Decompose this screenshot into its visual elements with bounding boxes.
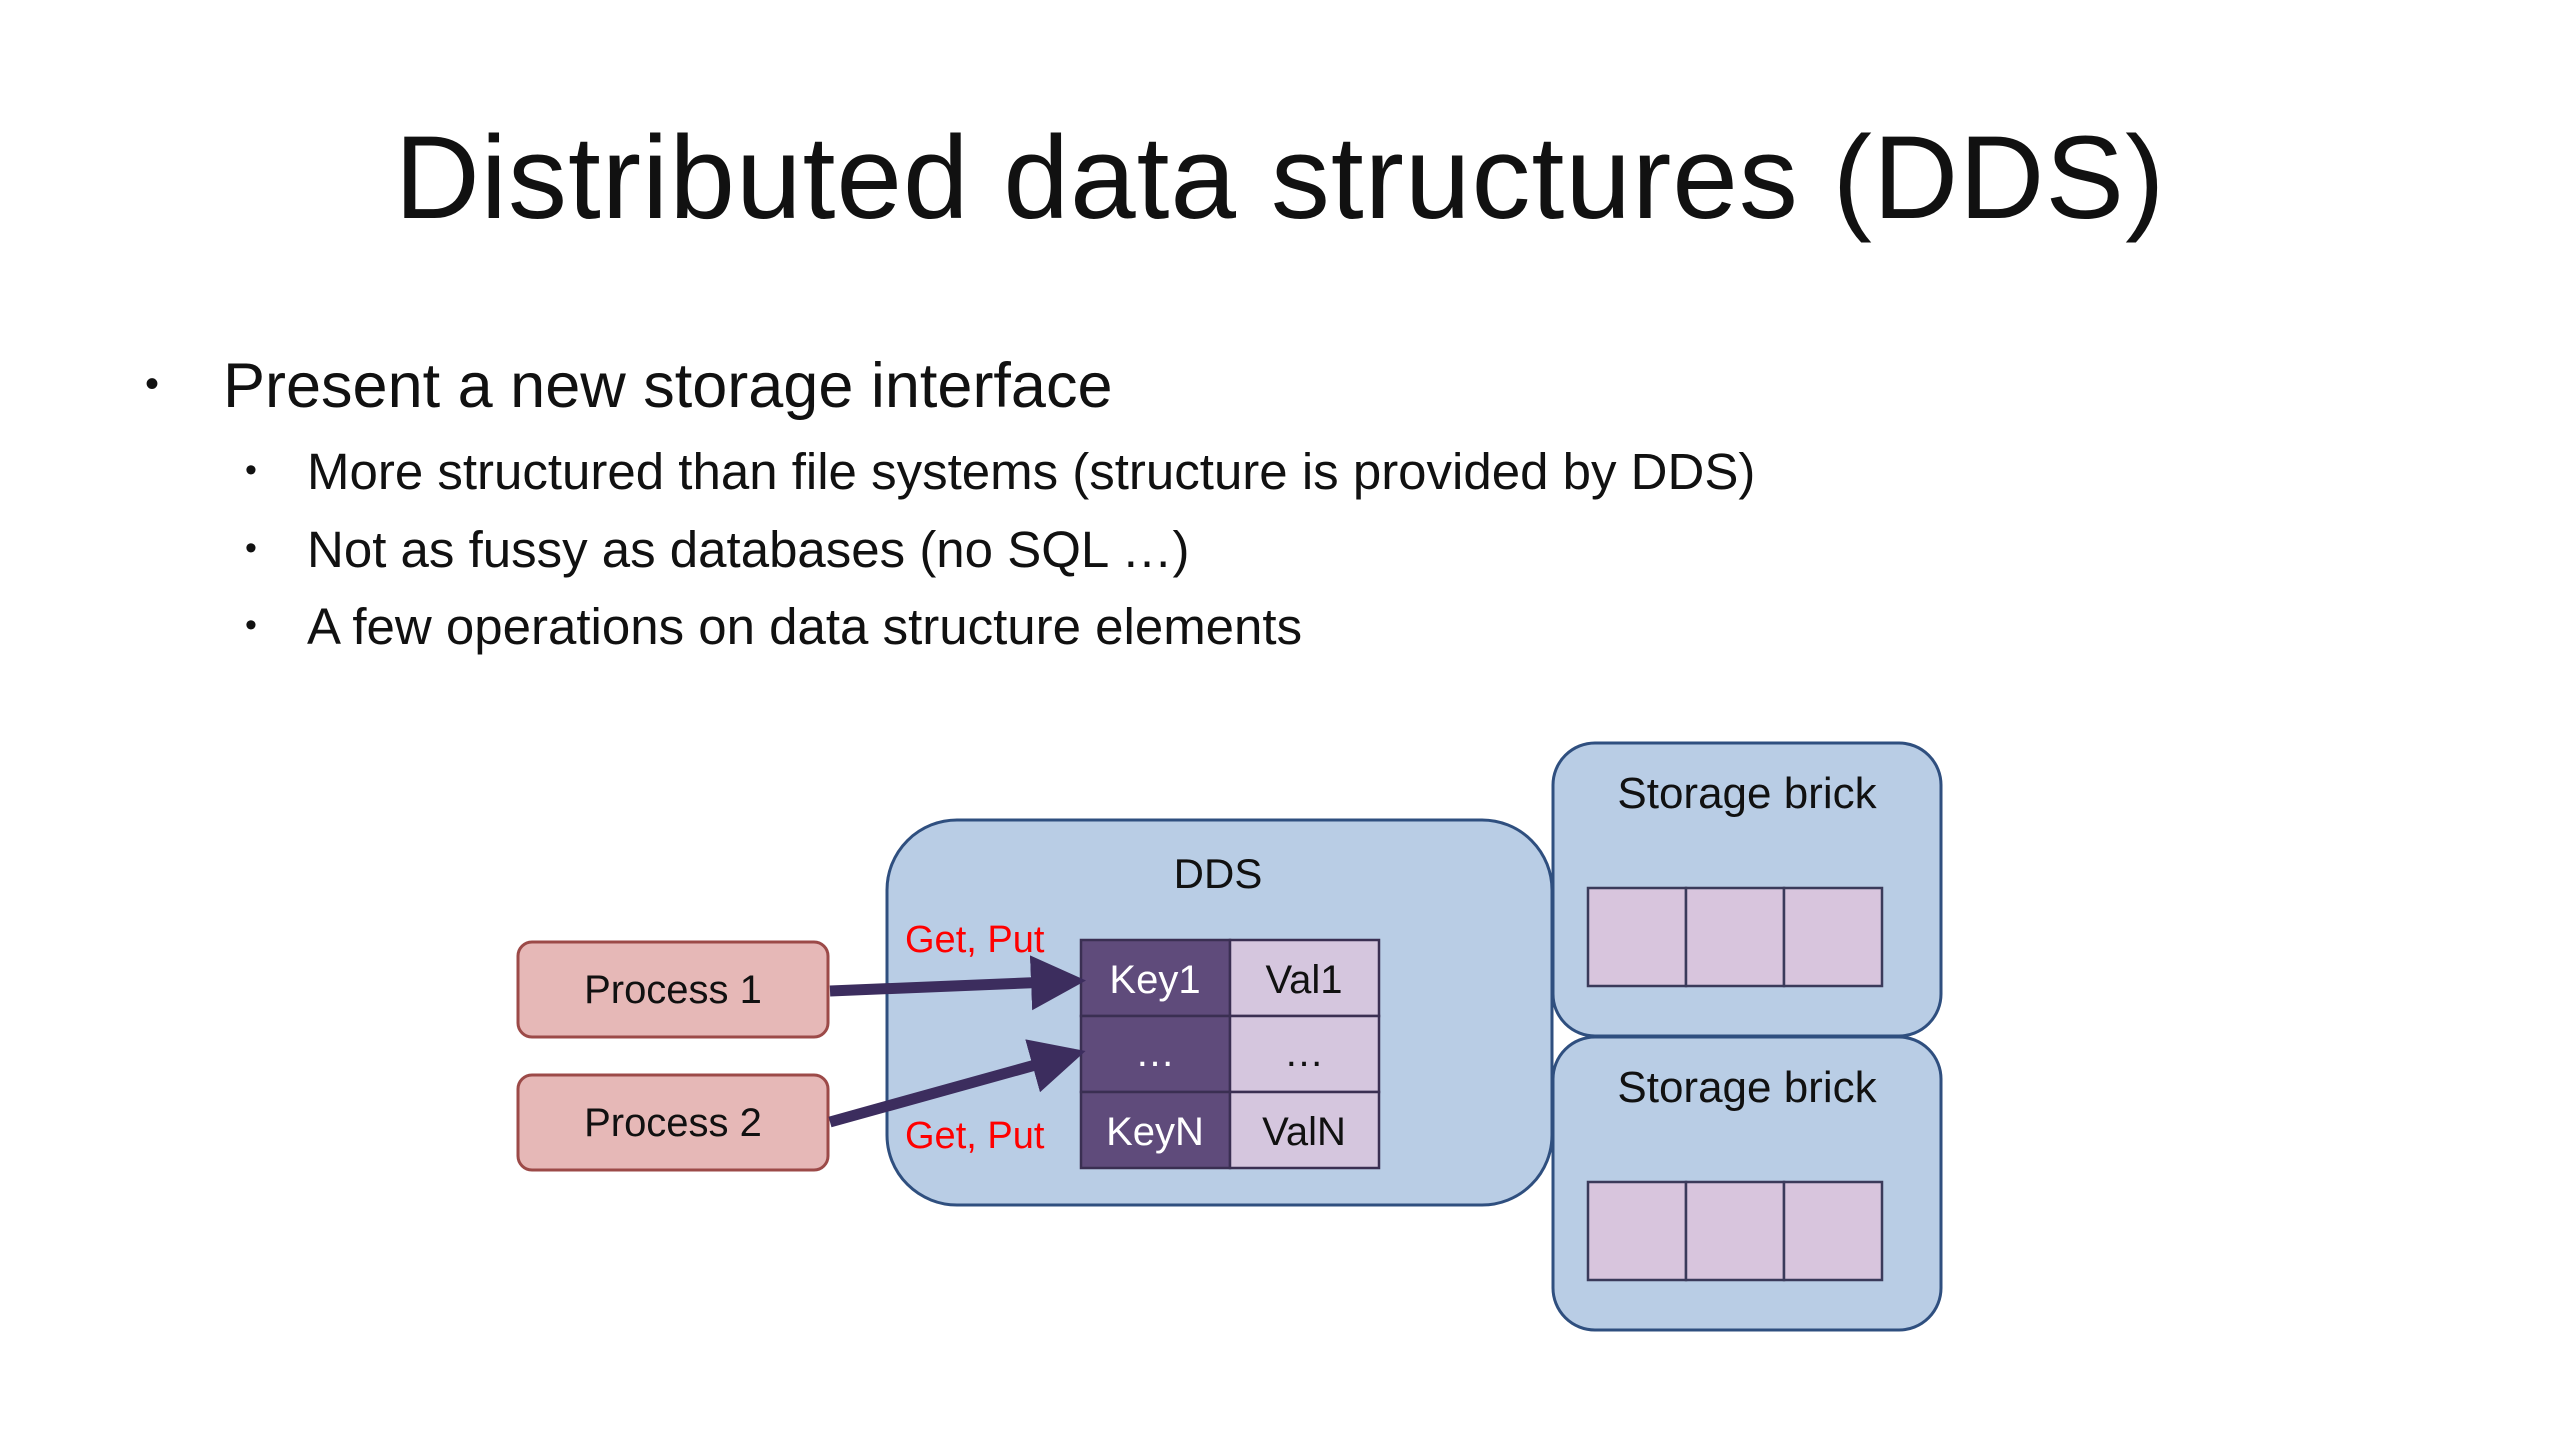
val-cell [1228, 1090, 1381, 1170]
key-text: KeyN [1106, 1110, 1204, 1154]
sub-bullet-3: • A few operations on data structure ele… [245, 597, 1302, 656]
arrow-process-1 [829, 955, 1086, 1011]
key-text: … [1135, 1031, 1175, 1075]
ops-label-2: Get, Put [905, 1115, 1045, 1157]
main-bullet-text: Present a new storage interface [223, 351, 1113, 421]
process-1-box [516, 940, 830, 1039]
bullet-marker: • [145, 362, 160, 406]
key-text: Key1 [1109, 958, 1200, 1002]
val-text: … [1284, 1031, 1324, 1075]
brick-cell [1782, 886, 1884, 988]
bullet-marker: • [245, 529, 257, 567]
val-cell [1228, 938, 1381, 1018]
storage-brick-label: Storage brick [1617, 769, 1877, 818]
process-2-box [516, 1073, 830, 1172]
brick-cell [1782, 1180, 1884, 1282]
process-1-label: Process 1 [584, 968, 762, 1012]
val-text: ValN [1262, 1110, 1346, 1154]
sub-bullet-2: • Not as fussy as databases (no SQL …) [245, 520, 1190, 579]
brick-cell [1586, 886, 1688, 988]
arrow-process-2 [828, 1039, 1086, 1128]
process-2-label: Process 2 [584, 1101, 762, 1145]
sub-bullet-text: A few operations on data structure eleme… [307, 598, 1303, 655]
ops-label-1: Get, Put [905, 919, 1045, 961]
bullet-marker: • [245, 606, 257, 644]
bullet-marker: • [245, 451, 257, 489]
val-text: Val1 [1265, 958, 1342, 1002]
sub-bullet-text: More structured than file systems (struc… [307, 443, 1756, 500]
main-bullet: • Present a new storage interface [145, 350, 1113, 422]
val-cell [1228, 1014, 1381, 1094]
slide-title: Distributed data structures (DDS) [394, 112, 2166, 244]
brick-cell [1586, 1180, 1688, 1282]
sub-bullet-text: Not as fussy as databases (no SQL …) [307, 521, 1190, 578]
brick-cell [1684, 886, 1786, 988]
dds-label: DDS [1174, 850, 1263, 897]
storage-brick-label: Storage brick [1617, 1063, 1877, 1112]
brick-cell [1684, 1180, 1786, 1282]
sub-bullet-1: • More structured than file systems (str… [245, 442, 1755, 501]
